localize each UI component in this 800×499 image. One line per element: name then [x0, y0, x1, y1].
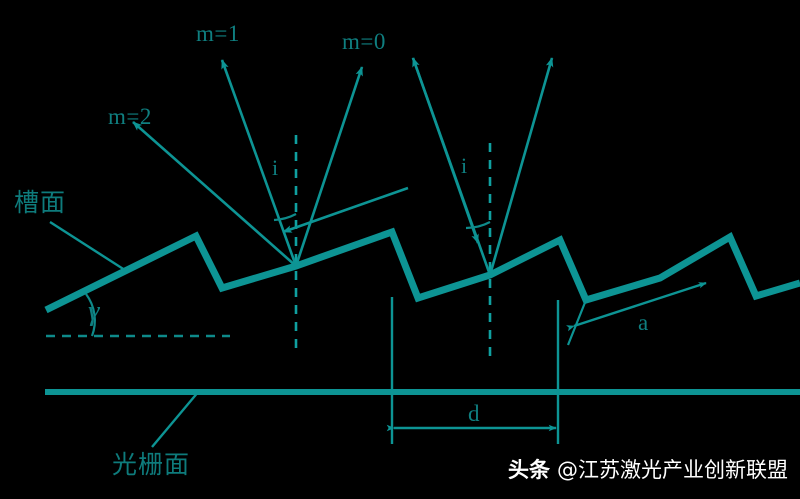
- label-blaze-angle: γ: [88, 295, 100, 327]
- label-order-m1: m=1: [196, 21, 240, 46]
- incidence-arc-right-icon: [465, 221, 491, 230]
- blaze-angle-arc-icon: [85, 293, 96, 337]
- incident-beam-left: [282, 186, 409, 234]
- facet-dimension-arrow: [566, 281, 707, 346]
- ray-order-m0: [294, 66, 364, 267]
- label-groove-face: 槽面: [14, 188, 67, 217]
- incident-beam-right: [411, 57, 492, 276]
- ray-order-m2: [132, 121, 297, 267]
- incidence-arc-left-icon: [273, 213, 297, 222]
- watermark-brand: 头条: [508, 458, 550, 482]
- sawtooth-profile: [44, 227, 800, 314]
- label-facet-length: a: [638, 310, 649, 335]
- label-order-m2: m=2: [108, 104, 152, 129]
- label-grating-plane: 光栅面: [112, 450, 191, 479]
- watermark: 头条 @江苏激光产业创新联盟: [508, 460, 788, 481]
- leader-groove-face: [49, 220, 129, 274]
- label-grating-period: d: [468, 401, 480, 426]
- label-order-m0: m=0: [342, 29, 386, 54]
- label-incidence-angle-right: i: [461, 153, 468, 178]
- period-extension-lines: [390, 297, 560, 444]
- watermark-handle: @江苏激光产业创新联盟: [557, 458, 788, 482]
- ray-outgoing-right: [488, 57, 554, 276]
- ray-order-m1: [220, 59, 298, 267]
- label-incidence-angle-left: i: [272, 155, 279, 180]
- leader-grating-plane: [151, 390, 200, 448]
